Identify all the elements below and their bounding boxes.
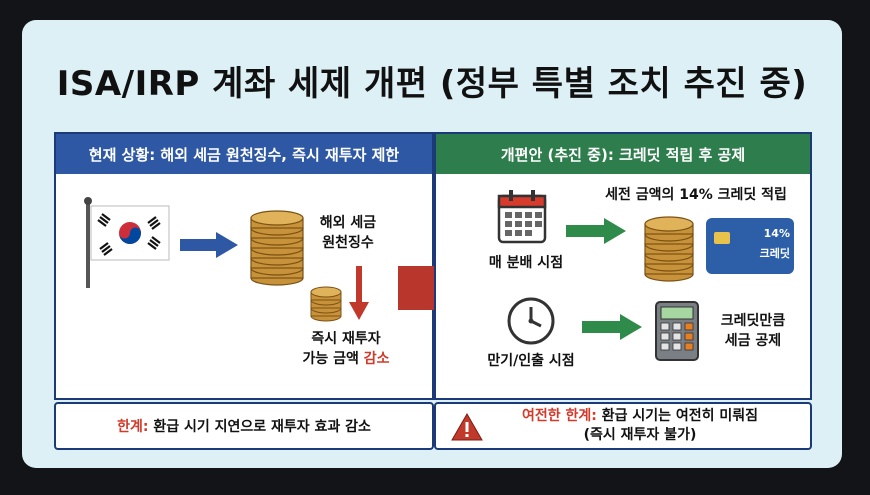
reinvest-decrease-label: 감소 xyxy=(363,351,390,367)
clock-icon xyxy=(507,297,555,345)
reinvest-label-2-prefix: 가능 금액 xyxy=(302,351,359,367)
calculator-icon xyxy=(655,301,699,361)
warning-icon xyxy=(451,412,483,441)
reform-proposal-panel: 개편안 (추진 중): 크레딧 적립 후 공제 매 분배 시점 세전 금액의 1… xyxy=(434,132,812,400)
arrow-right-green-icon-2 xyxy=(582,314,642,340)
arrow-down-icon xyxy=(349,266,369,320)
remaining-limitation-text-2: (즉시 재투자 불가) xyxy=(583,427,697,443)
credit-card-icon: 14% 크레딧 xyxy=(706,218,794,274)
credit-accrual-label: 세전 금액의 14% 크레딧 적립 xyxy=(605,187,787,203)
remaining-limitation-line-1: 여전한 한계: 환급 시기는 여전히 미뤄짐 xyxy=(522,407,758,426)
infographic-card: ISA/IRP 계좌 세제 개편 (정부 특별 조치 추진 중) 현재 상황: … xyxy=(22,20,842,468)
remaining-limitation-emph: 여전한 한계: xyxy=(521,408,597,424)
card-credit: 크레딧 xyxy=(759,247,790,260)
card-percent: 14% xyxy=(763,227,790,240)
remaining-limitation-text: 여전한 한계: 환급 시기는 여전히 미뤄짐 (즉시 재투자 불가) xyxy=(522,407,758,445)
current-limitation-box: 한계: 환급 시기 지연으로 재투자 효과 감소 xyxy=(54,402,434,450)
maturity-withdrawal-label: 만기/인출 시점 xyxy=(487,353,575,369)
calendar-icon xyxy=(497,190,547,244)
deduct-label-2: 세금 공제 xyxy=(724,333,782,349)
deduct-label-1: 크레딧만큼 xyxy=(720,313,786,329)
reinvest-label-2: 가능 금액 감소 xyxy=(266,350,426,369)
reinvest-label-1: 즉시 재투자 xyxy=(311,331,381,347)
page-title: ISA/IRP 계좌 세제 개편 (정부 특별 조치 추진 중) xyxy=(56,64,808,104)
foreign-tax-label-1: 해외 세금 xyxy=(319,215,377,231)
small-coin-stack-icon xyxy=(310,286,342,322)
coin-stack-icon xyxy=(250,210,304,286)
current-situation-header: 현재 상황: 해외 세금 원천징수, 즉시 재투자 제한 xyxy=(56,134,432,174)
remaining-limitation-box: 여전한 한계: 환급 시기는 여전히 미뤄짐 (즉시 재투자 불가) xyxy=(434,402,812,450)
foreign-tax-label-2: 원천징수 xyxy=(322,235,374,251)
arrow-right-icon xyxy=(180,232,238,258)
remaining-limitation-text-1: 환급 시기는 여전히 미뤄짐 xyxy=(601,408,759,424)
arrow-right-green-icon xyxy=(566,218,626,244)
each-distribution-label: 매 분배 시점 xyxy=(488,255,564,271)
reform-proposal-header: 개편안 (추진 중): 크레딧 적립 후 공제 xyxy=(436,134,810,174)
card-chip-icon xyxy=(714,232,730,244)
credit-coin-stack-icon xyxy=(644,216,694,282)
limitation-emph: 한계: xyxy=(117,419,149,435)
korean-flag-icon xyxy=(84,197,170,288)
limitation-text: 환급 시기 지연으로 재투자 효과 감소 xyxy=(153,419,371,435)
current-situation-panel: 현재 상황: 해외 세금 원천징수, 즉시 재투자 제한 xyxy=(54,132,434,400)
